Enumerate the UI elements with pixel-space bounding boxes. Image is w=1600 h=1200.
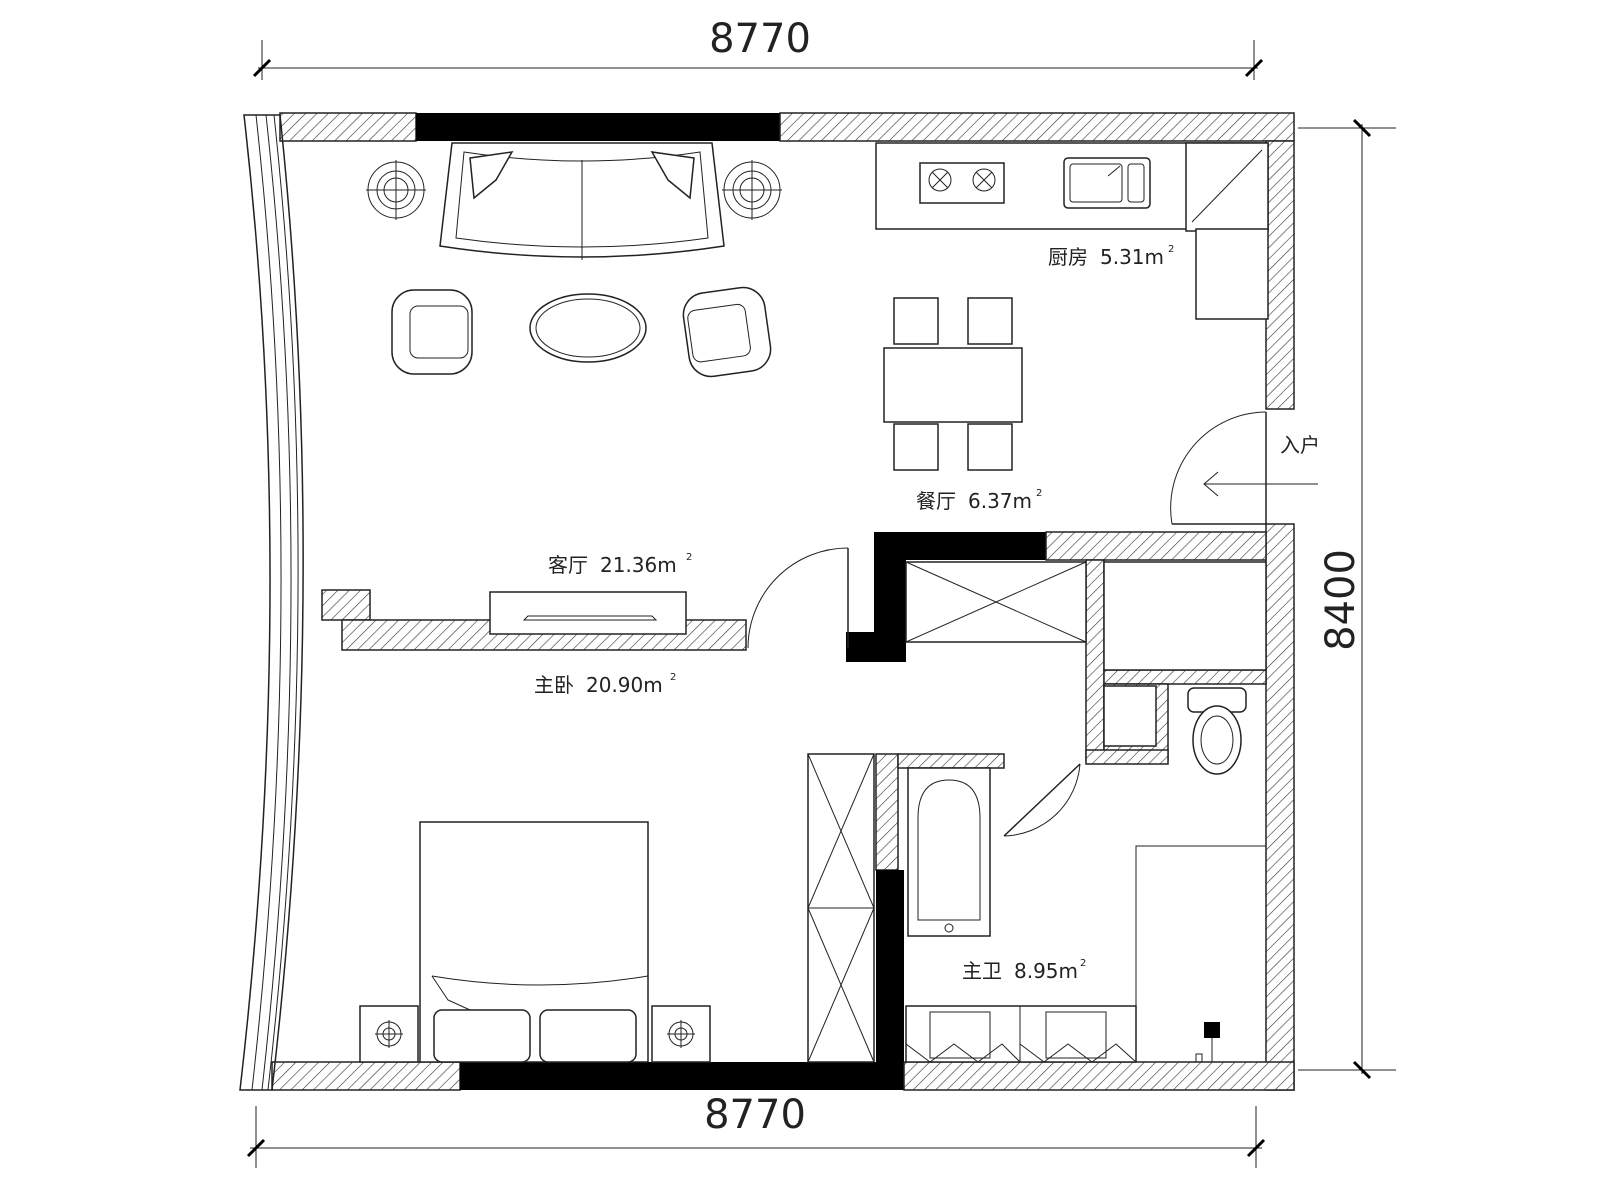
sink-icon bbox=[1063, 157, 1151, 209]
living-label-sup: 2 bbox=[686, 552, 692, 563]
dimension-top-text: 8770 bbox=[709, 16, 811, 62]
storage-cabinet bbox=[905, 561, 1267, 747]
dimension-right-text: 8400 bbox=[1318, 549, 1364, 651]
dimension-right: 8400 bbox=[1298, 118, 1396, 1080]
bath-label-sup: 2 bbox=[1080, 958, 1086, 969]
nightstand-left bbox=[359, 1005, 419, 1063]
bedroom-label-sup: 2 bbox=[670, 672, 676, 683]
dining-label-sup: 2 bbox=[1036, 488, 1042, 499]
bedroom-door[interactable] bbox=[747, 547, 849, 649]
sofa bbox=[439, 142, 725, 260]
interior-walls bbox=[321, 531, 1267, 1062]
armchair-left bbox=[391, 289, 473, 375]
wardrobe bbox=[807, 753, 875, 1063]
lamp-left-icon bbox=[366, 160, 426, 220]
nightstand-right bbox=[651, 1005, 711, 1063]
gas-stove-icon bbox=[919, 162, 1005, 204]
bed bbox=[419, 821, 649, 1063]
kitchen-label-sup: 2 bbox=[1168, 244, 1174, 255]
coffee-table bbox=[529, 293, 647, 363]
entrance-label: 入户 bbox=[1280, 433, 1320, 457]
dimension-top: 8770 bbox=[252, 16, 1264, 80]
bath-door[interactable] bbox=[1003, 763, 1081, 837]
bathtub bbox=[907, 767, 991, 937]
exterior-walls bbox=[239, 112, 1295, 1091]
entrance-door[interactable]: 入户 bbox=[1170, 411, 1320, 525]
tv-cabinet bbox=[489, 591, 687, 635]
lamp-right-icon bbox=[722, 160, 782, 220]
dimension-bottom: 8770 bbox=[246, 1092, 1266, 1168]
vanity bbox=[905, 1005, 1137, 1063]
dining-table bbox=[883, 297, 1023, 471]
armchair-right bbox=[682, 286, 772, 378]
toilet-icon bbox=[1187, 687, 1247, 775]
dimension-bottom-text: 8770 bbox=[704, 1092, 806, 1138]
shower-area bbox=[1135, 845, 1266, 1063]
